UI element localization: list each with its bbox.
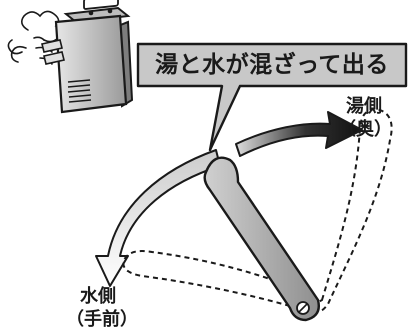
lever-hot-position-outline <box>310 108 393 313</box>
hot-side-sub-label: （奥） <box>338 119 392 140</box>
callout-text: 湯と水が混ざって出る <box>155 51 389 78</box>
cold-side-label: 水側 <box>80 286 116 307</box>
callout-bubble <box>136 42 408 152</box>
faucet-lever <box>203 156 320 322</box>
water-heater-icon <box>41 0 134 114</box>
cold-side-sub-label: （手前） <box>66 309 138 330</box>
lever-cold-position-outline <box>122 250 302 308</box>
hot-side-label: 湯側 <box>346 96 382 117</box>
arrow-down-icon <box>95 149 221 287</box>
arrow-right-icon <box>235 111 363 157</box>
